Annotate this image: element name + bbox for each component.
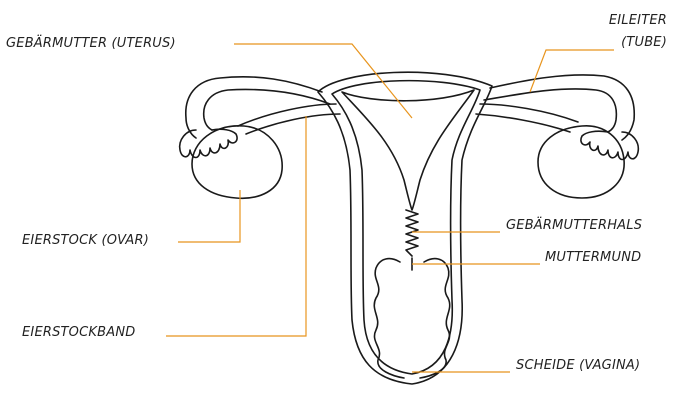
vaginal-canal-right [420,259,450,378]
label-uterus: GEBÄRMUTTER (UTERUS) [6,36,176,52]
uterus-outer-wall [318,72,492,384]
left-tube-inner [204,90,330,130]
label-os: MUTTERMUND [545,250,641,266]
vaginal-canal-left [374,259,404,378]
label-vagina: SCHEIDE (VAGINA) [516,358,640,374]
label-tube-line2: (TUBE) [621,35,667,51]
label-cervix: GEBÄRMUTTERHALS [506,218,642,234]
label-ligament: EIERSTOCKBAND [22,325,135,341]
label-ovary: EIERSTOCK (OVAR) [22,233,149,249]
uterus-inner-wall [332,81,480,374]
left-fimbriae [180,129,237,157]
right-ligament-outer [480,104,578,122]
cervical-canal [406,210,418,256]
right-fimbriae [581,131,638,159]
leader-tube [530,50,614,92]
right-ligament-inner [476,114,570,132]
label-tube-line1: EILEITER [609,13,667,29]
leader-ligament [166,116,306,336]
